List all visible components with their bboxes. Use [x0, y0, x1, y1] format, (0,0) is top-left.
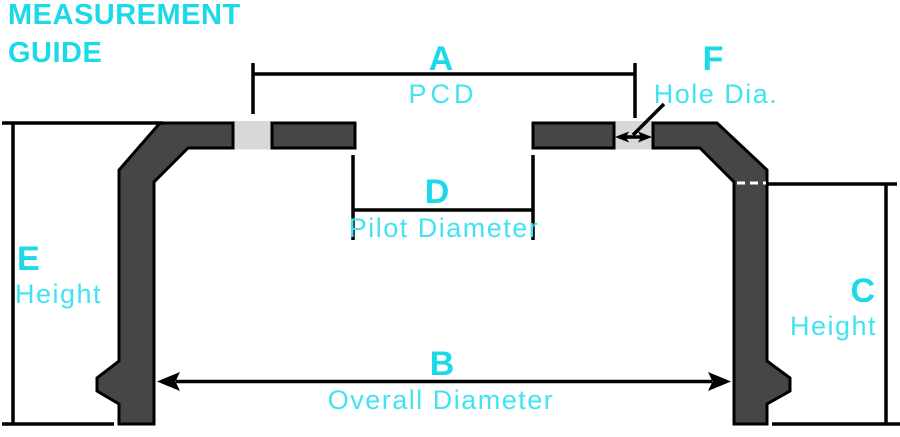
dimension-d-lines	[351, 155, 535, 240]
dimension-c-letter: C	[850, 272, 875, 310]
cross-section-left-wall	[95, 121, 235, 426]
dimension-e-caption: Height	[15, 279, 102, 309]
page-title-line-2: GUIDE	[8, 37, 103, 69]
bolt-hole-left	[233, 121, 272, 150]
f-arrowhead-right	[638, 131, 652, 143]
dimension-f-caption: Hole Dia.	[654, 79, 779, 109]
dimension-f-arrow	[615, 102, 666, 143]
dimension-f-letter: F	[703, 40, 724, 78]
dimension-b-caption: Overall Diameter	[328, 385, 555, 415]
b-arrowhead-right	[708, 372, 731, 391]
cross-section-top-bar-right	[531, 121, 616, 150]
dimension-d-caption: Pilot Diameter	[349, 213, 540, 243]
f-arrowhead-left	[615, 131, 629, 143]
page-title: MEASUREMENT GUIDE	[8, 0, 241, 72]
dimension-d-letter: D	[425, 173, 450, 211]
dimension-a-letter: A	[429, 40, 454, 78]
cross-section-right-wall	[651, 121, 792, 426]
f-leader-line	[631, 102, 666, 137]
dimension-b-letter: B	[430, 345, 455, 383]
dimension-a-caption: PCD	[408, 79, 477, 109]
dimension-a-lines	[251, 63, 637, 118]
cross-section-top-bar-left	[270, 121, 357, 150]
dimension-e-lines	[2, 121, 163, 426]
dimension-b-arrow	[157, 372, 731, 391]
dimension-c-caption: Height	[790, 311, 877, 341]
dimension-c-lines	[767, 182, 900, 426]
b-arrowhead-left	[157, 372, 180, 391]
dimension-e-letter: E	[17, 240, 40, 278]
page-title-line-1: MEASUREMENT	[8, 0, 241, 31]
